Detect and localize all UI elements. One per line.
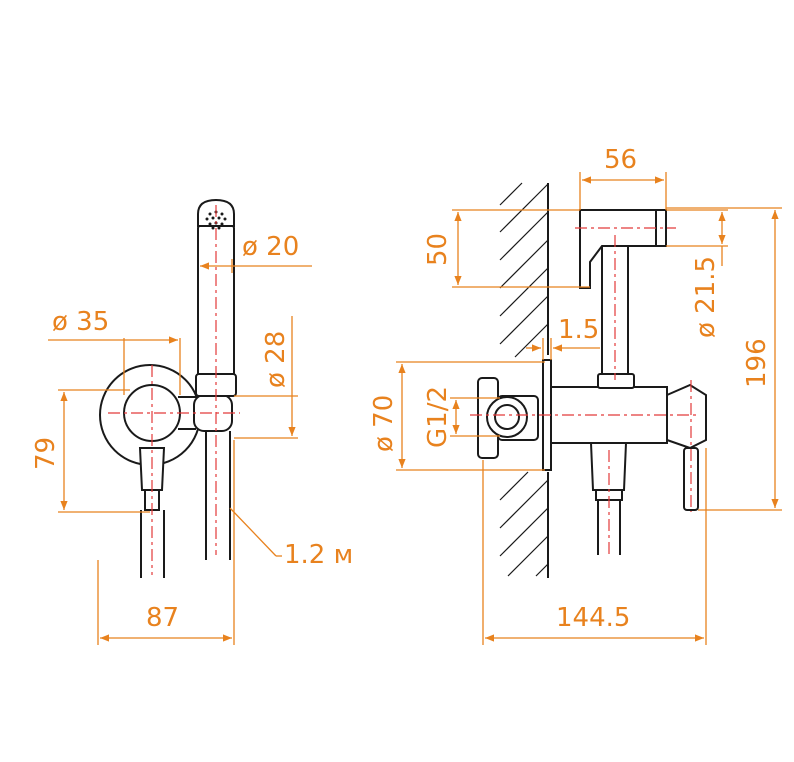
dim-label-handle-diameter: ø 28 <box>261 331 291 388</box>
side-dimensions: 144.5 196 ø 21.5 56 50 1.5 ø 70 <box>369 145 782 645</box>
dim-leader-hose <box>229 507 277 557</box>
side-riser-base <box>597 373 635 389</box>
wall-hatching <box>499 182 549 578</box>
dim-label-side-height: 196 <box>742 338 772 388</box>
front-dimensions: 87 79 ø 35 ø 28 ø 20 1.2 м <box>31 232 353 645</box>
dim-label-front-height: 79 <box>31 437 61 470</box>
dim-label-flange-diameter: ø 70 <box>369 395 399 452</box>
dim-label-sprayer-diameter: ø 20 <box>242 232 299 262</box>
side-inlet-nut-outer <box>486 396 528 438</box>
front-view <box>99 198 240 578</box>
dim-label-knob-diameter: ø 35 <box>52 307 109 337</box>
dim-label-front-width: 87 <box>146 603 179 633</box>
nozzle-icon <box>205 210 227 230</box>
dim-label-hose-length: 1.2 м <box>284 540 353 570</box>
dim-label-bracket-width: 56 <box>604 145 637 175</box>
dim-label-bracket-height: 50 <box>423 233 453 266</box>
side-inlet-nut-inner <box>494 404 520 430</box>
side-view <box>470 182 707 578</box>
dim-label-plate-gap: 1.5 <box>558 315 599 345</box>
side-lever-hub <box>666 383 707 450</box>
dim-label-outlet-diameter: ø 21.5 <box>691 256 721 338</box>
dim-label-side-depth: 144.5 <box>556 603 630 633</box>
dim-label-thread: G1/2 <box>423 386 453 448</box>
